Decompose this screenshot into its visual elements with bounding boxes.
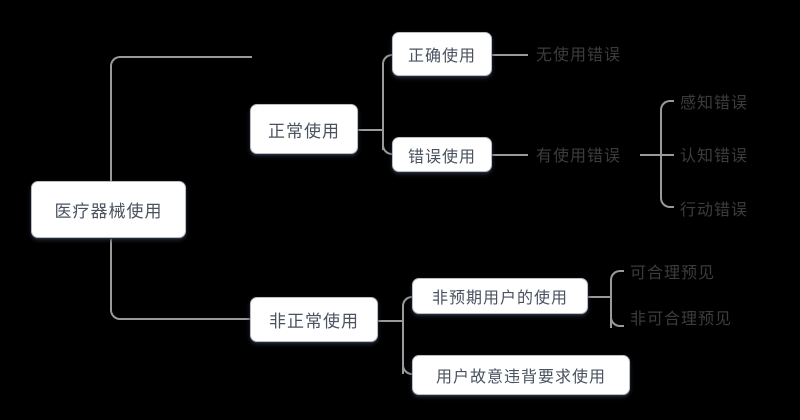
leaf-has-use-error: 有使用错误	[536, 146, 622, 165]
connector-to-reasonably-foreseeable	[610, 270, 624, 282]
leaf-no-use-error: 无使用错误	[536, 45, 622, 64]
connector-normal-use-spine	[382, 64, 384, 150]
connector-foreseeable-bracket-spine	[610, 280, 612, 328]
connector-correct-use-to-no-error	[492, 54, 528, 56]
connector-root-to-abnormal-use	[110, 308, 252, 320]
node-incorrect-use[interactable]: 错误使用	[392, 137, 492, 172]
connector-root-to-normal-use	[110, 56, 252, 68]
connector-abnormal-use-spine	[402, 306, 404, 374]
leaf-perception-error: 感知错误	[680, 93, 749, 112]
connector-normal-use-out	[358, 129, 382, 131]
connector-to-perception-error	[660, 100, 674, 112]
connector-incorrect-use-to-has-error	[492, 154, 528, 156]
leaf-cognition-error: 认知错误	[680, 146, 749, 165]
connector-has-error-out	[640, 154, 662, 156]
connector-to-action-error	[660, 196, 674, 208]
connector-error-bracket-spine	[660, 110, 662, 198]
leaf-reasonably-foreseeable: 可合理预见	[630, 263, 716, 282]
leaf-action-error: 行动错误	[680, 200, 749, 219]
node-normal-use[interactable]: 正常使用	[250, 104, 358, 154]
node-correct-use[interactable]: 正确使用	[392, 32, 492, 76]
node-unintended-user-use[interactable]: 非预期用户的使用	[412, 278, 588, 314]
connector-abnormal-use-out	[378, 320, 402, 322]
connector-to-cognition-error	[660, 154, 674, 156]
node-root-medical-device-use[interactable]: 医疗器械使用	[31, 181, 186, 238]
node-abnormal-use[interactable]: 非正常使用	[250, 297, 378, 342]
connector-unintended-user-out	[588, 296, 610, 298]
node-deliberate-misuse[interactable]: 用户故意违背要求使用	[412, 355, 630, 395]
leaf-not-reasonably-foreseeable: 非可合理预见	[630, 309, 733, 328]
connector-to-not-reasonably-foreseeable	[610, 315, 624, 327]
